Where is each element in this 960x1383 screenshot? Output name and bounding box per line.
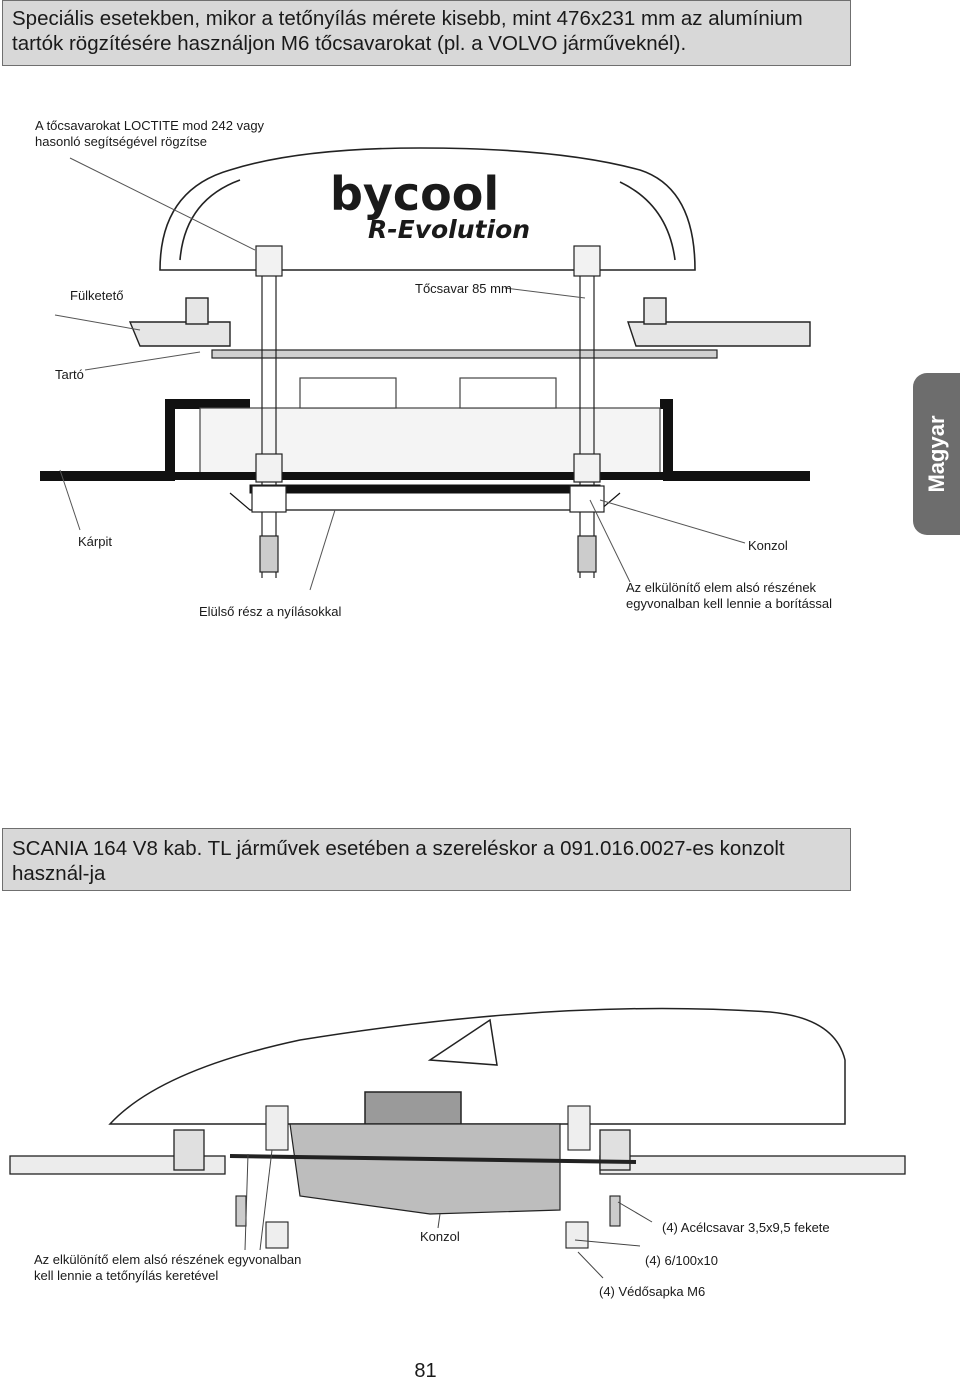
leader-lines [54,157,746,591]
label-loctite: A tőcsavarokat LOCTITE mod 242 vagy haso… [35,118,265,149]
label-vedosapka: (4) Védősapka M6 [599,1284,706,1299]
label-fulketeto: Fülketető [70,288,124,303]
installation-diagram-1: bycool R-Evolution [40,147,811,591]
roof-panel-left [128,297,231,347]
logo-model-text: R-Evolution [368,215,530,244]
label-alatet: (4) 6/100x10 [645,1253,718,1268]
upholstery-line [40,472,810,511]
scania-note-box: SCANIA 164 V8 kab. TL járművek esetében … [2,828,851,891]
roof-panel-right [627,297,811,347]
label-elkulonito-2: Az elkülönítő elem alsó részének egyvona… [34,1252,302,1283]
stud-bolt-left [251,245,287,578]
label-tocsavar: Tőcsavar 85 mm [415,281,512,296]
mount-screws [235,1105,621,1249]
bracket-housing [229,1123,637,1215]
leader-lines-2 [244,1149,653,1279]
logo-brand-text: bycool [330,167,499,221]
roof-profile [9,1129,906,1175]
language-tab: Magyar [913,373,960,535]
language-tab-label: Magyar [923,415,949,493]
installation-diagram-2 [9,1007,906,1279]
label-tarto: Tartó [55,367,84,382]
label-konzol-2: Konzol [420,1229,460,1244]
stud-bolt-right [569,245,605,578]
label-konzol: Konzol [748,538,788,553]
label-elkulonito: Az elkülönítő elem alsó részének egyvona… [626,580,832,611]
ac-unit-housing [159,147,696,271]
scania-note-text: SCANIA 164 V8 kab. TL járművek esetében … [12,837,785,885]
bracket-plate [211,349,718,359]
intro-note-box: Speciális esetekben, mikor a tetőnyílás … [2,0,851,66]
ceiling-frame [40,377,810,481]
ac-unit-side-profile [108,1007,846,1125]
label-acelcsavar: (4) Acélcsavar 3,5x9,5 fekete [662,1220,830,1235]
label-karpit: Kárpit [78,534,112,549]
intro-note-text: Speciális esetekben, mikor a tetőnyílás … [12,7,803,55]
brand-logo: bycool R-Evolution [330,167,530,244]
label-elulso: Elülső rész a nyílásokkal [199,604,342,619]
page-number: 81 [414,1360,437,1382]
